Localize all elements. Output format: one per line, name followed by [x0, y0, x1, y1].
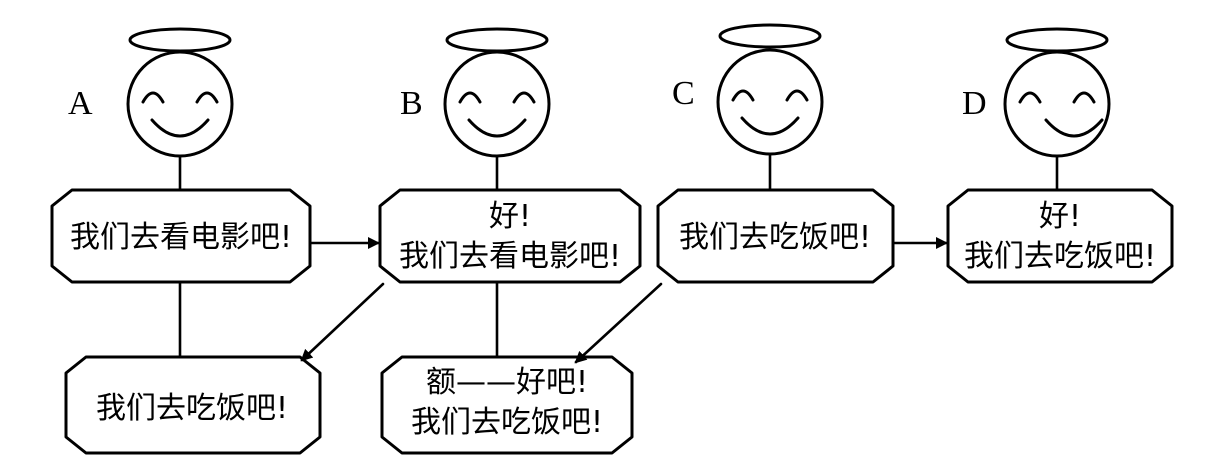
message-box-a-top: 我们去看电影吧! — [50, 188, 312, 284]
message-text: 我们去看电影吧! — [70, 220, 292, 255]
connectors — [178, 152, 1059, 359]
left-eye-icon — [1018, 91, 1042, 104]
smile-icon — [740, 116, 800, 136]
message-box-b-top: 好! 我们去看电影吧! — [378, 188, 642, 284]
message-text: 我们去吃饭吧! — [679, 220, 871, 255]
arrow-icon — [300, 282, 385, 362]
halo-icon — [128, 27, 232, 53]
arrow-icon — [574, 282, 663, 364]
person-label-a: A — [68, 85, 93, 122]
person-label-d: D — [962, 85, 987, 122]
arrows — [300, 237, 948, 364]
message-text-line-1: 好! — [489, 199, 531, 234]
smiley-face-icon — [1003, 50, 1111, 158]
message-box-b-bottom: 额——好吧! 我们去吃饭吧! — [380, 355, 634, 455]
halo-icon — [1005, 27, 1109, 53]
message-box-c-top: 我们去吃饭吧! — [656, 188, 895, 284]
message-box-d-top: 好! 我们去吃饭吧! — [946, 188, 1174, 284]
smiley-face-icon — [443, 50, 551, 158]
smiley-face-icon — [716, 48, 824, 156]
message-text-line-1: 额——好吧! — [426, 365, 588, 400]
right-eye-icon — [1072, 91, 1096, 104]
left-eye-icon — [458, 91, 482, 104]
message-text: 我们去吃饭吧! — [96, 391, 288, 426]
message-text-line-2: 我们去吃饭吧! — [411, 405, 603, 440]
person-a: A — [68, 27, 234, 158]
halo-icon — [718, 23, 822, 49]
smile-icon — [1044, 118, 1104, 138]
message-text-line-2: 我们去吃饭吧! — [964, 239, 1156, 274]
person-label-b: B — [400, 85, 423, 122]
person-label-c: C — [672, 75, 695, 112]
smile-icon — [150, 118, 210, 138]
right-eye-icon — [195, 91, 219, 104]
message-text-line-2: 我们去看电影吧! — [399, 239, 621, 274]
person-c: C — [672, 23, 824, 156]
message-text-line-1: 好! — [1039, 199, 1081, 234]
smiley-face-icon — [126, 50, 234, 158]
left-eye-icon — [731, 89, 755, 102]
right-eye-icon — [512, 91, 536, 104]
halo-icon — [445, 27, 549, 53]
left-eye-icon — [141, 91, 165, 104]
person-b: B — [400, 27, 551, 158]
person-d: D — [962, 27, 1111, 158]
smile-icon — [467, 118, 527, 138]
right-eye-icon — [785, 89, 809, 102]
message-box-a-bottom: 我们去吃饭吧! — [64, 355, 322, 455]
